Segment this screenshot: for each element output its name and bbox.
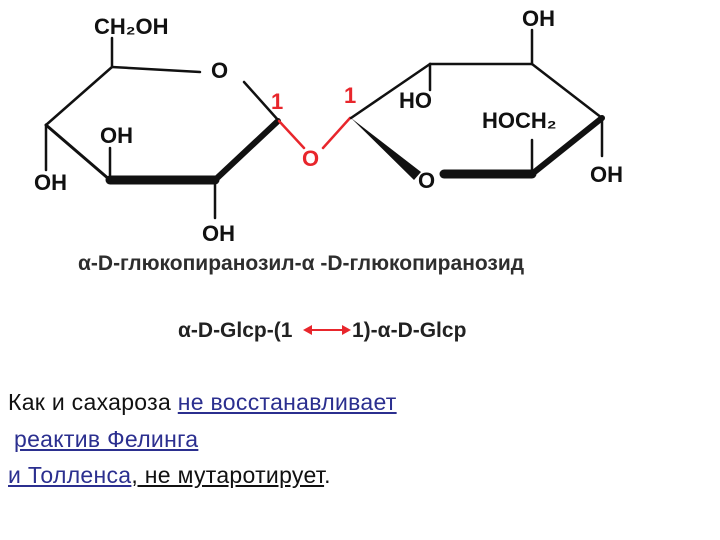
right-ring-oxygen-label: O <box>418 168 435 193</box>
left-ring-oxygen-label: O <box>211 58 228 83</box>
left-oh-label: OH <box>34 170 67 195</box>
text-period: . <box>324 462 331 488</box>
right-glucose-ring <box>349 28 605 179</box>
text-line-1: Как и сахароза не восстанавливает <box>8 389 397 416</box>
short-notation-right: 1)-α-D-Glcp <box>352 319 466 342</box>
right-anomeric-number: 1 <box>344 83 356 108</box>
left-glucose-ring <box>44 36 281 220</box>
right-oh-label: OH <box>590 162 623 187</box>
text-line-3: и Толленса, не мутаротирует. <box>8 462 331 489</box>
highlight-not-reducing: не восстанавливает <box>177 389 397 415</box>
glycosidic-bond <box>277 116 352 150</box>
highlight-tollens: и Толленса <box>8 462 132 488</box>
bottom-oh-label: OH <box>202 221 235 246</box>
text-line-1-start: Как и сахароза <box>8 389 178 415</box>
short-notation-left: α-D-Glcp-(1 <box>178 319 293 342</box>
systematic-name: α-D-глюкопиранозил-α -D-глюкопиранозид <box>78 252 525 275</box>
text-line-2: реактив Фелинга <box>14 426 198 453</box>
text-not-mutarotating: , не мутаротирует <box>131 462 325 488</box>
ch2oh-label: CH₂OH <box>94 14 169 39</box>
highlight-fehling-reagent: реактив Фелинга <box>14 426 199 452</box>
hoch2-label: HOCH₂ <box>482 108 557 133</box>
bridge-oxygen-label: O <box>302 146 319 171</box>
ho-label: HO <box>399 88 432 113</box>
top-oh-label: OH <box>522 6 555 31</box>
left-anomeric-number: 1 <box>271 89 283 114</box>
wedge-bond <box>351 118 421 180</box>
double-arrow-icon <box>303 325 351 335</box>
mid-oh-label: OH <box>100 123 133 148</box>
